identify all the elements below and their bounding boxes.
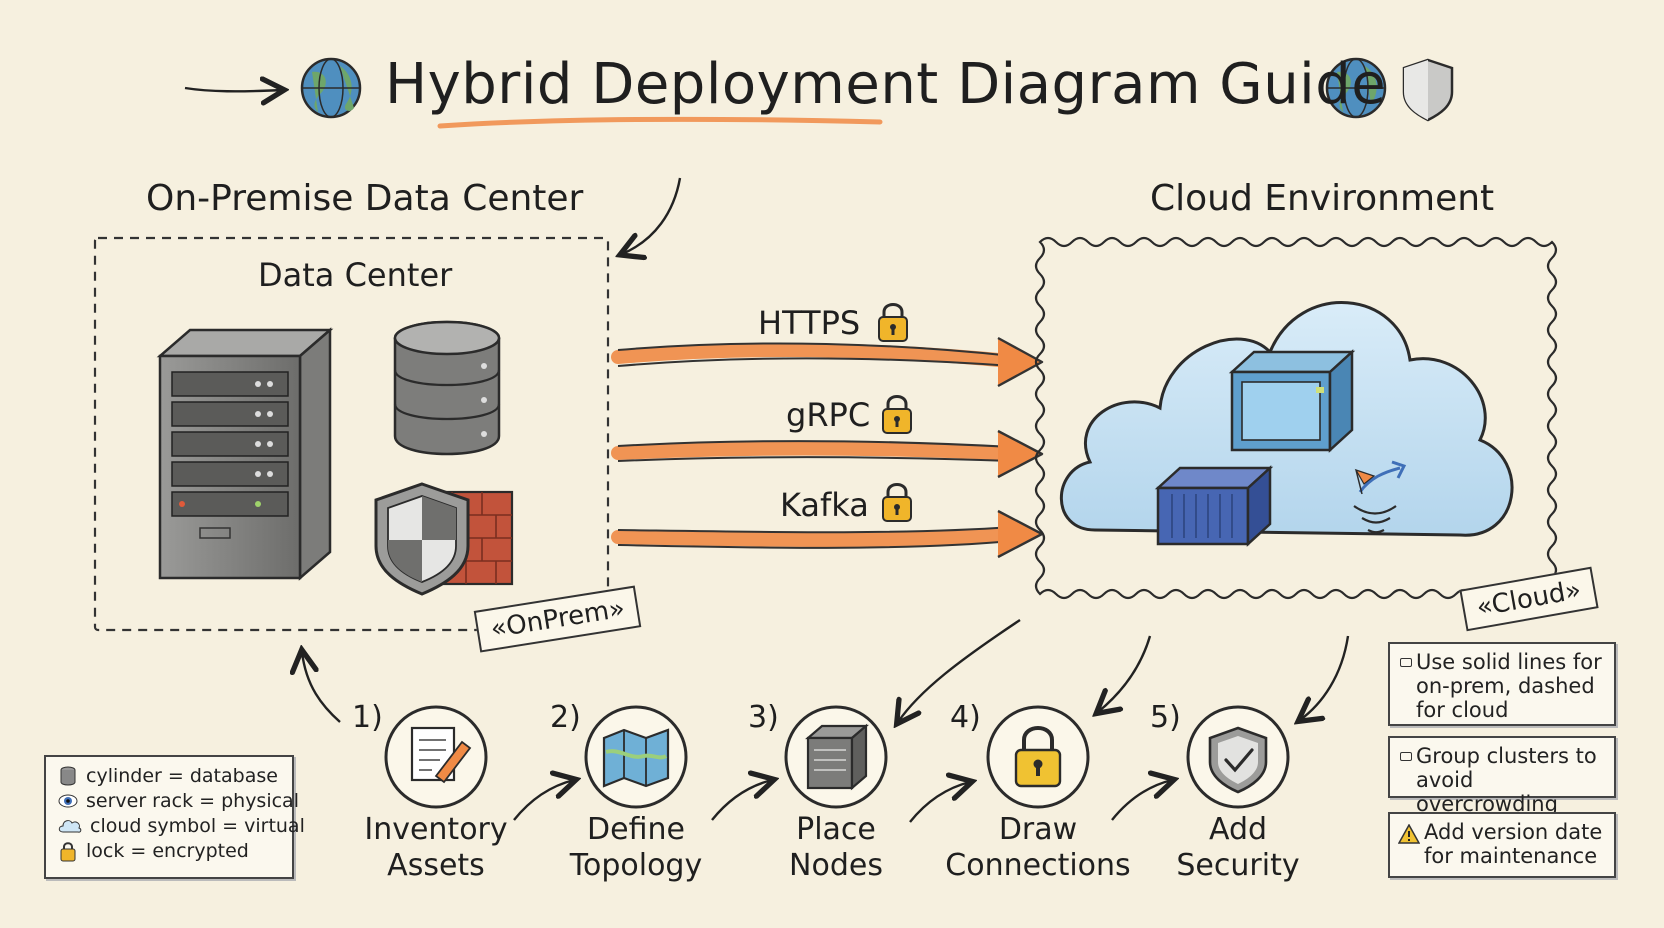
onprem-section-title: On-Premise Data Center (146, 178, 584, 219)
signal-icon (1353, 460, 1407, 534)
cylinder-icon (60, 766, 76, 786)
lock-icon (878, 303, 908, 342)
step-number: 3) (748, 700, 779, 735)
document-pen-icon (410, 726, 472, 784)
legend: cylinder = database server rack = physic… (44, 755, 305, 879)
step-label-topology: Define Topology (569, 812, 703, 883)
page-title: Hybrid Deployment Diagram Guide (385, 52, 1387, 117)
shield-check-icon (1208, 726, 1268, 794)
globe-icon (1325, 57, 1387, 119)
step1-to-onprem-arrow (302, 652, 341, 723)
server-box-icon (805, 723, 869, 791)
step-number: 1) (352, 700, 383, 735)
step-number: 4) (950, 700, 981, 735)
cloud-to-step5-arrow (1300, 635, 1350, 720)
warning-icon (1398, 824, 1420, 844)
lock-icon (882, 483, 912, 522)
lock-icon (882, 395, 912, 434)
virtual-machine-icon (1228, 349, 1356, 453)
lock-icon (1014, 726, 1062, 788)
title-pointer-arrow (184, 88, 282, 91)
bullet-icon (1400, 658, 1412, 667)
bullet-icon (1400, 752, 1412, 761)
legend-item: cylinder = database (58, 765, 278, 787)
connection-label-https: HTTPS (758, 304, 861, 342)
title-to-onprem-arrow (622, 177, 682, 254)
cloud-to-step3-arrow (898, 619, 1021, 722)
step-label-security: Add Security (1176, 812, 1300, 883)
tip-note: Add version date for maintenance (1388, 812, 1616, 878)
connection-arrow-https (611, 336, 1044, 388)
cloud-section-title: Cloud Environment (1150, 178, 1495, 219)
tip-note: Use solid lines for on-prem, dashed for … (1388, 642, 1616, 726)
shield-icon (374, 482, 470, 596)
globe-icon (300, 57, 362, 119)
step-arrow (711, 780, 772, 821)
database-icon (393, 320, 501, 456)
step-number: 2) (550, 700, 581, 735)
cloud-to-step4-arrow (1098, 635, 1152, 712)
step-label-connections: Draw Connections (945, 812, 1131, 883)
connection-arrow-grpc (611, 429, 1044, 479)
step-arrow (513, 780, 574, 821)
title-underline (437, 116, 883, 129)
step-label-nodes: Place Nodes (789, 812, 883, 883)
container-icon (1154, 465, 1274, 547)
step-arrow (909, 782, 970, 823)
step-label-inventory: Inventory Assets (364, 812, 508, 883)
connection-label-grpc: gRPC (786, 396, 871, 434)
onprem-boundary (93, 236, 610, 632)
connection-arrow-kafka (611, 509, 1044, 559)
tip-note: Group clusters to avoid overcrowding (1388, 736, 1616, 816)
datacenter-label: Data Center (258, 256, 453, 294)
legend-item: server rack = physical (58, 790, 299, 812)
server-rack-icon (156, 327, 334, 581)
eye-icon (58, 794, 78, 808)
step-arrow (1111, 780, 1172, 821)
connection-label-kafka: Kafka (780, 486, 869, 524)
lock-icon (60, 842, 76, 862)
shield-icon (1402, 58, 1454, 122)
legend-item: lock = encrypted (58, 840, 249, 862)
step-number: 5) (1150, 700, 1181, 735)
map-icon (602, 728, 670, 788)
cloud-icon (58, 820, 82, 833)
legend-item: cloud symbol = virtual (58, 815, 305, 837)
